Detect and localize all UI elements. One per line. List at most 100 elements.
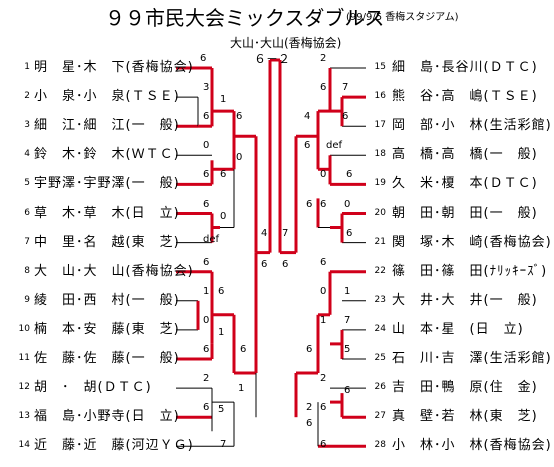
set-score: 6	[320, 198, 327, 210]
set-score: 6	[306, 418, 313, 430]
player-number: 14	[18, 440, 30, 451]
player-name: 明 星･木 下(香梅協会)	[34, 60, 194, 75]
player-number: 18	[374, 149, 386, 160]
set-score: 1	[220, 94, 227, 106]
player-name: 佐 藤･佐 藤(一 般)	[34, 351, 180, 366]
set-score: 6	[346, 169, 353, 181]
set-score: 0	[320, 169, 327, 181]
champion-label: 大山･大山(香梅協会)	[230, 36, 342, 50]
set-score: 3	[203, 82, 210, 94]
player-number: 27	[374, 411, 386, 422]
set-score: 6	[282, 258, 289, 270]
set-score: 0	[220, 210, 227, 222]
set-score: 6	[261, 258, 268, 270]
player-name: 朝 田･朝 田(一 般)	[392, 205, 538, 221]
set-score: 6	[218, 285, 225, 297]
player-name: 岡 部･小 林(生活彩館)	[392, 118, 552, 134]
player-number: 21	[374, 236, 386, 247]
player-name: 綾 田･西 村(一 般)	[34, 292, 180, 308]
player-number: 1	[24, 62, 30, 72]
set-score: 6	[320, 82, 327, 94]
set-score: 4	[304, 111, 311, 123]
set-score: 6	[203, 344, 210, 355]
page-subtitle: (99/9/5 香梅スタジアム)	[346, 12, 459, 23]
player-number: 10	[18, 323, 30, 334]
set-score: 7	[220, 439, 227, 451]
set-score: 5	[218, 404, 225, 416]
player-number: 12	[18, 382, 30, 393]
set-score: 1	[218, 326, 225, 338]
player-number: 4	[24, 149, 30, 160]
player-number: 22	[374, 265, 386, 276]
player-number: 17	[374, 120, 386, 131]
player-name: 吉 田･鴨 原(住 金)	[392, 380, 538, 396]
player-name: 熊 谷･高 嶋(ＴＳＥ)	[392, 89, 538, 105]
player-number: 2	[24, 91, 30, 102]
set-score: 0	[203, 140, 210, 152]
set-score: 0	[320, 285, 327, 297]
player-number: 6	[24, 207, 30, 218]
set-score: 6	[320, 439, 327, 451]
player-name: 石 川･吉 澤(生活彩館)	[392, 351, 552, 366]
player-number: 16	[374, 91, 386, 102]
player-name: 山 本･星 (日 立)	[392, 321, 524, 337]
set-score: 4	[261, 227, 268, 239]
player-name: 細 江･細 江(一 般)	[34, 118, 180, 134]
player-name: 篠 田･篠 田(ﾅﾘｯｷｰｽﾞ)	[392, 263, 548, 279]
set-score: 1	[238, 383, 245, 395]
set-score: 5	[344, 344, 351, 355]
player-number: 19	[374, 178, 386, 189]
player-number: 23	[374, 294, 386, 305]
set-score: 6	[203, 256, 210, 268]
player-name: 楠 本･安 藤(東 芝)	[34, 321, 180, 337]
player-number: 11	[18, 353, 30, 363]
player-name: 大 井･大 井(一 般)	[392, 292, 538, 308]
player-number: 7	[24, 236, 30, 247]
set-score: 7	[344, 314, 351, 326]
set-score: 6	[320, 256, 327, 268]
set-score: def	[203, 233, 220, 245]
set-score: 6	[203, 402, 210, 414]
player-name: 小 泉･小 泉(ＴＳＥ)	[34, 89, 180, 105]
player-name: 福 島･小野寺(日 立)	[34, 409, 180, 425]
page-title: ９９市民大会ミックスダブルス	[105, 6, 385, 30]
player-name: 鈴 木･鈴 木(ＷＴＣ)	[34, 147, 180, 163]
player-name: 細 島･長谷川(ＤＴＣ)	[392, 60, 538, 75]
set-score: 2	[203, 373, 210, 385]
set-score: 6	[220, 169, 227, 181]
player-number: 3	[24, 120, 30, 131]
set-score: 1	[344, 285, 351, 297]
set-score: 6	[306, 344, 313, 355]
set-score: 6	[200, 53, 207, 64]
player-number: 26	[374, 382, 386, 393]
set-score: 1	[320, 314, 327, 326]
set-score: 2	[320, 373, 327, 385]
set-score: 7	[342, 82, 349, 94]
player-number: 25	[374, 353, 386, 363]
set-score: 1	[203, 285, 210, 297]
player-name: 近 藤･近 藤(河辺ＹＧ)	[34, 438, 194, 454]
set-score: 6	[203, 111, 210, 123]
set-score: 7	[282, 227, 289, 239]
player-number: 8	[24, 265, 30, 276]
player-name: 宇野澤･宇野澤(一 般)	[34, 176, 180, 192]
set-score: 6	[342, 111, 349, 123]
set-score: 6	[344, 385, 351, 397]
set-score: 6	[346, 227, 353, 239]
player-name: 高 橋･高 橋(一 般)	[392, 147, 538, 163]
set-score: 6	[236, 111, 243, 123]
set-score: 6	[240, 344, 247, 355]
set-score: 0	[344, 198, 351, 210]
set-score: 6	[306, 198, 313, 210]
set-score: 2	[306, 402, 313, 414]
player-number: 13	[18, 411, 30, 422]
set-score: 6	[304, 140, 311, 152]
set-score: def	[326, 140, 343, 152]
player-name: 真 壁･若 林(東 芝)	[392, 409, 538, 425]
player-name: 関 塚･木 崎(香梅協会)	[392, 234, 552, 250]
player-name: 草 木･草 木(日 立)	[34, 205, 180, 221]
player-name: 久 米･榎 本(ＤＴＣ)	[392, 176, 538, 192]
player-name: 中 里･名 越(東 芝)	[34, 234, 180, 250]
